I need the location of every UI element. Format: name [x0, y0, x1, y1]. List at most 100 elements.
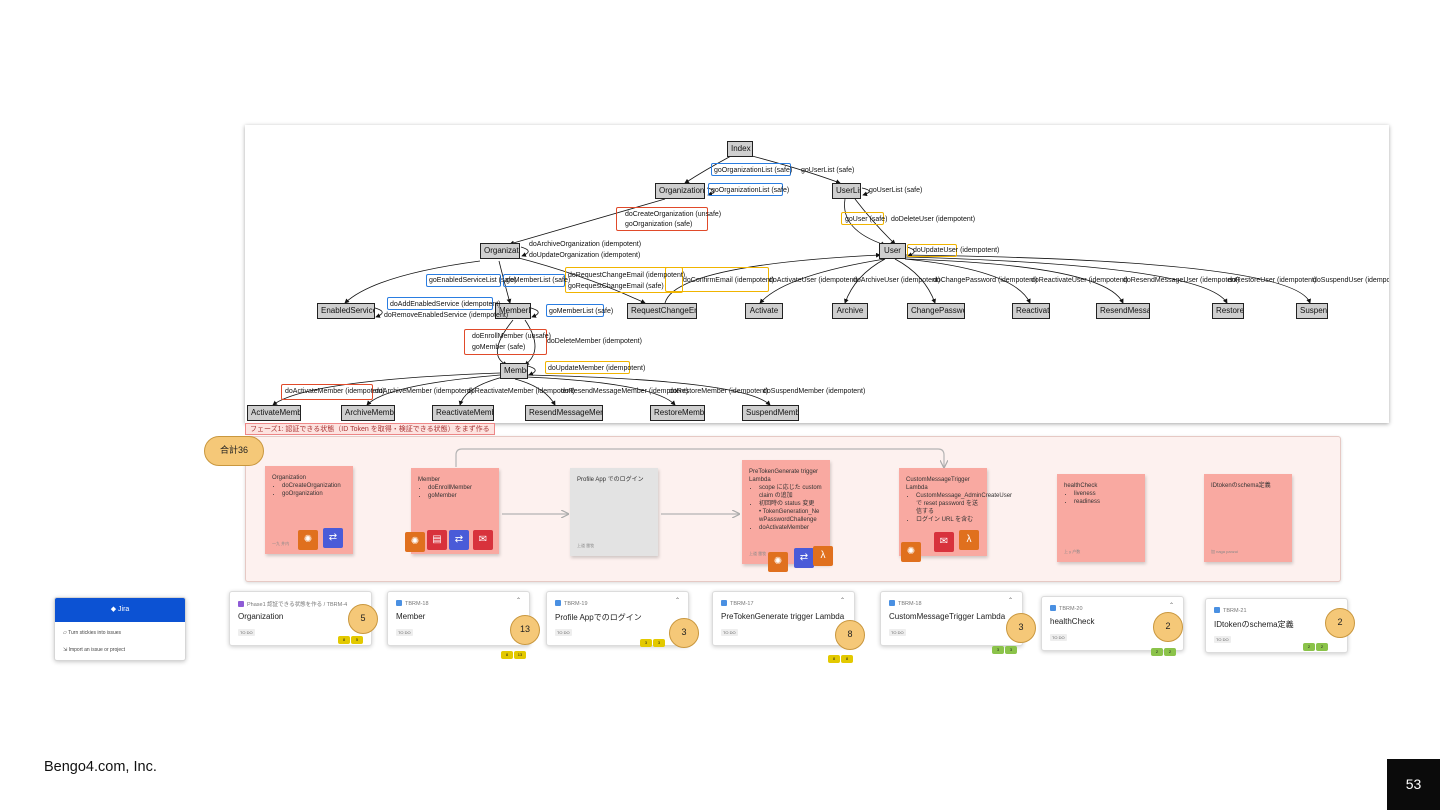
sticky-idtoken-schema[interactable]: IDtokenのschema定義 加 naga panzui: [1204, 474, 1292, 562]
label-do-resend-message-user: doResendMessageUser (idempotent): [1123, 277, 1240, 284]
company-name: Bengo4.com, Inc.: [44, 759, 157, 775]
label-go-member-list: goMemberList (safe): [506, 277, 571, 284]
node-suspend: Suspend: [1296, 303, 1328, 319]
edge-enabled-self: [374, 307, 383, 318]
sticky-title: Member: [418, 477, 441, 483]
chevron-up-icon[interactable]: ⌃: [516, 598, 522, 604]
task-icon: [396, 600, 402, 606]
task-icon: [1050, 605, 1056, 611]
node-member-list: MemberList: [495, 303, 531, 319]
edge-user-reactivate: [904, 258, 1031, 304]
highlight-go-member-list: [503, 274, 565, 287]
turn-stickies-into-issues-button[interactable]: ▱ Turn stickies into issues: [63, 630, 122, 636]
label-do-resend-message-member: doResendMessageMember (idempotent): [561, 388, 689, 395]
sticky-pretoken-lambda[interactable]: PreTokenGenerate trigger Lambda scope に応…: [742, 460, 833, 572]
jira-card-custom-message-lambda[interactable]: TBRM-18 ⌃ CustomMessageTrigger Lambda TO…: [880, 591, 1023, 646]
edge-user-self: [906, 246, 915, 257]
label-do-activate-user: doActivateUser (idempotent): [769, 277, 858, 284]
task-icon: [721, 600, 727, 606]
label-do-suspend-member: doSuspendMember (idempotent): [763, 388, 866, 395]
estimate-badge: 8: [835, 620, 865, 650]
edge-member-self: [527, 365, 536, 376]
label-do-change-password: doChangePassword (idempotent): [933, 277, 1038, 284]
label-do-delete-user: doDeleteUser (idempotent): [891, 216, 976, 223]
sticky-organization[interactable]: Organization doCreateOrganization goOrga…: [265, 466, 353, 554]
jira-panel: ◆ Jira ▱ Turn stickies into issues ⇲ Imp…: [54, 597, 186, 661]
node-resend-message: ResendMessage: [1096, 303, 1150, 319]
jira-card-profile-app[interactable]: TBRM-19 ⌃ Profile Appでのログイン TO DO: [546, 591, 689, 646]
highlight-request-change-email: [565, 267, 683, 293]
edge-user-resend: [904, 258, 1124, 304]
highlight-go-org-list-self: [708, 183, 783, 196]
edge-userlist-user-2: [854, 198, 896, 245]
sticky-health-check[interactable]: healthCheck liveness readiness 上 y 户数: [1057, 474, 1145, 562]
edge-member-restore: [526, 376, 676, 406]
issue-key: TBRM-17: [721, 600, 754, 607]
label-go-user-list-self: goUserList (safe): [869, 187, 923, 194]
task-icon: [889, 600, 895, 606]
estimate-badge: 2: [1153, 612, 1183, 642]
label-do-update-member: doUpdateMember (idempotent): [548, 365, 646, 372]
estimate-badge: 13: [510, 615, 540, 645]
sticky-member[interactable]: Member doEnrollMember goMember ✺ ▤ ⇄ ✉: [405, 468, 499, 554]
highlight-add-enabled-service: [387, 297, 493, 310]
label-go-org: goOrganization (safe): [625, 221, 693, 228]
node-reactivate: Reactivate: [1012, 303, 1050, 319]
page-number: 53: [1387, 759, 1440, 810]
step-functions-icon: ⇄: [323, 528, 343, 548]
jira-card-idtoken-schema[interactable]: TBRM-21 IDtokenのschema定義 TO DO: [1205, 598, 1348, 653]
issue-title: CustomMessageTrigger Lambda: [889, 612, 1006, 621]
label-go-org-list: goOrganizationList (safe): [714, 167, 793, 174]
highlight-update-user: [907, 244, 957, 257]
brain-icon: ✺: [405, 532, 425, 552]
sticky-item: scope に応じた custom claim の追加: [759, 484, 823, 500]
highlight-go-user: [841, 212, 884, 225]
sticky-item: CustomMessage_AdminCreateUser で reset pa…: [916, 492, 1012, 516]
label-do-restore-user: doRestoreUser (idempotent): [1228, 277, 1317, 284]
chevron-up-icon[interactable]: ⌃: [1169, 603, 1175, 609]
label-do-request-change-email: doRequestChangeEmail (idempotent): [568, 272, 686, 279]
node-enabled-service-list: EnabledServiceList: [317, 303, 375, 319]
label-do-enroll-member: doEnrollMember (unsafe): [472, 333, 551, 340]
brain-icon: ✺: [901, 542, 921, 562]
jira-card-member[interactable]: TBRM-18 ⌃ Member TO DO: [387, 591, 530, 646]
brain-icon: ✺: [298, 530, 318, 550]
chevron-up-icon[interactable]: ⌃: [675, 598, 681, 604]
sticky-custom-message-lambda[interactable]: CustomMessageTrigger Lambda CustomMessag…: [899, 468, 1012, 562]
estimate-badge: 3: [669, 618, 699, 648]
lambda-icon: λ: [959, 530, 979, 550]
label-do-confirm-email: doConfirmEmail (idempotent): [683, 277, 775, 284]
node-organization: Organization: [480, 243, 520, 259]
label-do-suspend-user: doSuspendUser (idempotent): [1313, 277, 1389, 284]
sticky-author: 上 y 户数: [1064, 549, 1081, 554]
edge-index-userlist: [751, 155, 841, 184]
step-functions-icon: ⇄: [449, 530, 469, 550]
label-do-reactivate-user: doReactivateUser (idempotent): [1031, 277, 1128, 284]
estimate-badge: 5: [348, 604, 378, 634]
sticky-item: doEnrollMember: [428, 484, 492, 492]
chevron-up-icon[interactable]: ⌃: [840, 598, 846, 604]
label-do-archive-member: doArchiveMember (idempotent): [375, 388, 474, 395]
issue-title: healthCheck: [1050, 617, 1095, 626]
sticky-profile-app[interactable]: Profile App でのログイン 上道 雷牧: [570, 468, 658, 556]
edge-memberlist-member-2: [524, 319, 536, 366]
edge-request-user: [664, 252, 881, 304]
mail-icon: ✉: [473, 530, 493, 550]
issue-key: TBRM-18: [396, 600, 429, 607]
edge-user-archive: [844, 258, 886, 304]
jira-logo-icon: ◆: [110, 606, 119, 613]
issue-title: IDtokenのschema定義: [1214, 620, 1294, 629]
sticky-title: PreTokenGenerate trigger Lambda: [749, 469, 819, 483]
import-issue-button[interactable]: ⇲ Import an issue or project: [63, 647, 126, 653]
label-go-enabled-service-list: goEnabledServiceList (safe): [429, 277, 517, 284]
jira-card-pretoken-lambda[interactable]: TBRM-17 ⌃ PreTokenGenerate trigger Lambd…: [712, 591, 855, 646]
node-resend-message-member: ResendMessageMember: [525, 405, 603, 421]
arrow-member-to-custom: [455, 448, 944, 467]
node-change-password: ChangePassword: [907, 303, 965, 319]
node-request-change-email: RequestChangeEmail: [627, 303, 697, 319]
chevron-up-icon[interactable]: ⌃: [1008, 598, 1014, 604]
edge-org-requestemail: [514, 256, 646, 304]
